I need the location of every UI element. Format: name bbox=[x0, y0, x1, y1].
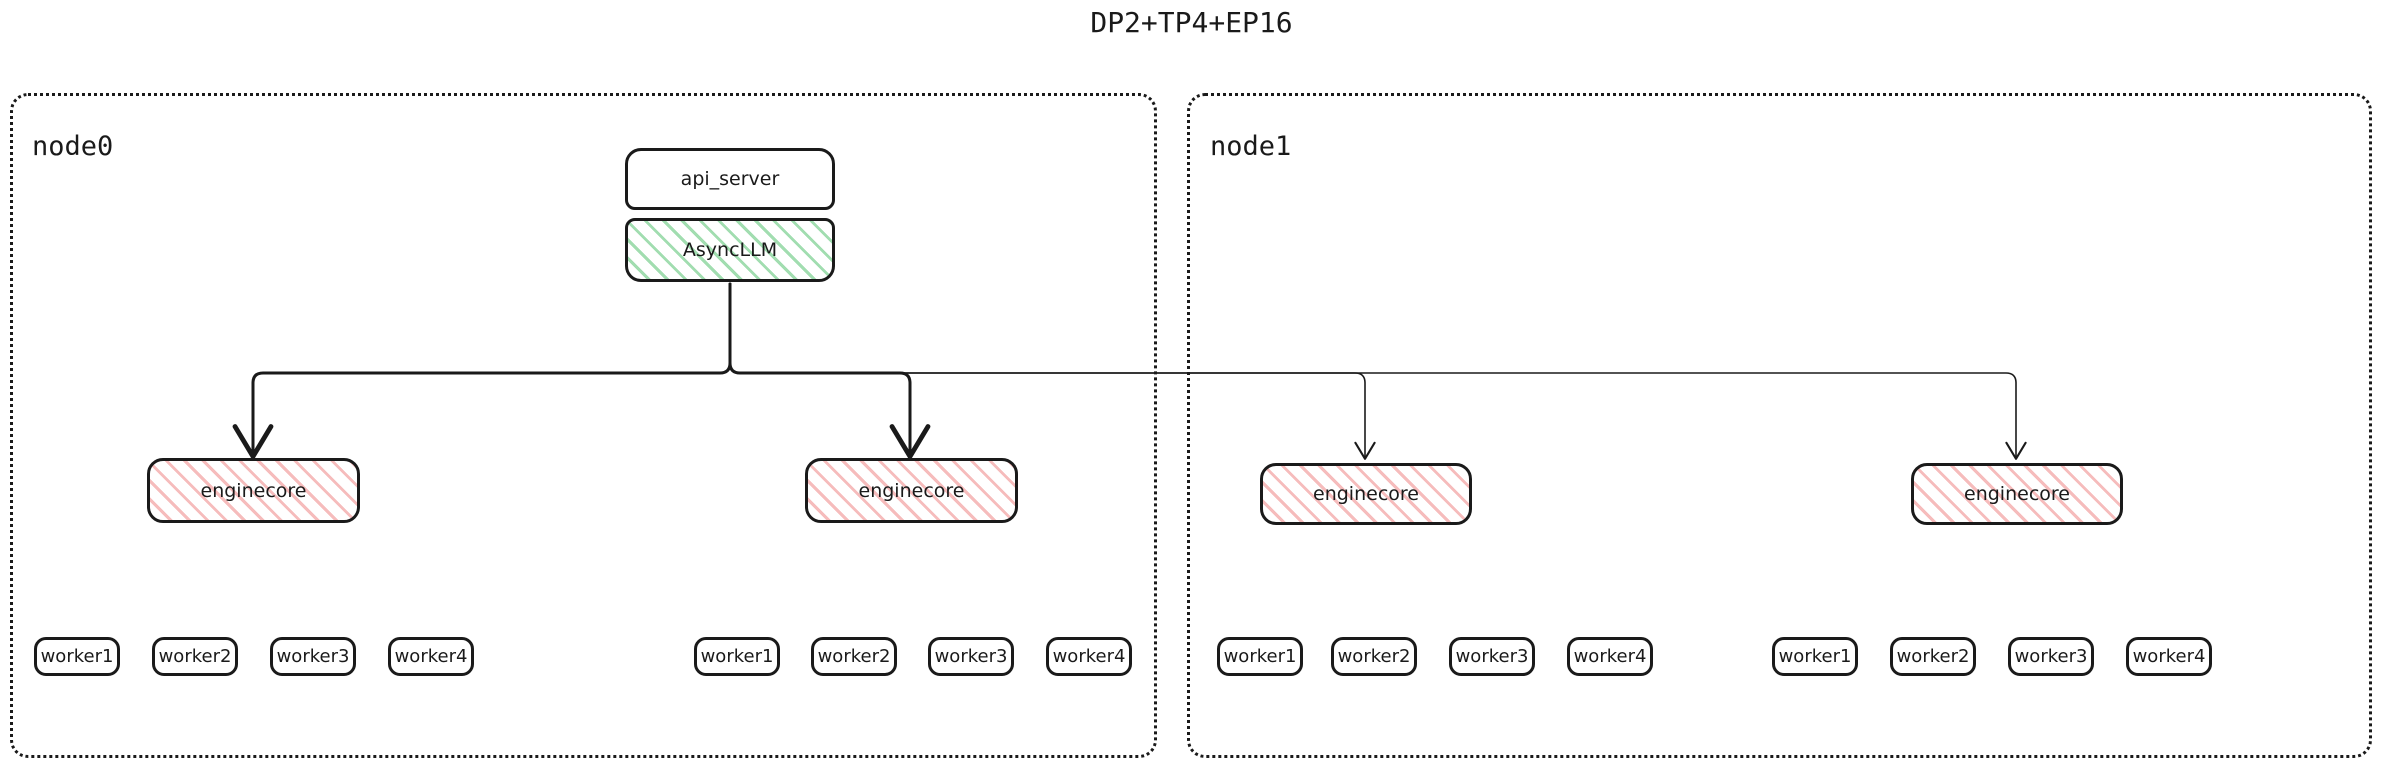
box-enginecore-node0-1[interactable]: enginecore bbox=[805, 458, 1018, 523]
box-api-server[interactable]: api_server bbox=[625, 148, 835, 210]
worker-node0-g0-0[interactable]: worker1 bbox=[34, 637, 120, 676]
worker-node1-g1-0[interactable]: worker1 bbox=[1772, 637, 1858, 676]
worker-node0-g1-0[interactable]: worker1 bbox=[694, 637, 780, 676]
worker-node1-g1-1[interactable]: worker2 bbox=[1890, 637, 1976, 676]
worker-node1-g1-2[interactable]: worker3 bbox=[2008, 637, 2094, 676]
worker-node1-g0-1[interactable]: worker2 bbox=[1331, 637, 1417, 676]
worker-node0-g0-3[interactable]: worker4 bbox=[388, 637, 474, 676]
worker-node1-g1-3[interactable]: worker4 bbox=[2126, 637, 2212, 676]
worker-node1-g0-2[interactable]: worker3 bbox=[1449, 637, 1535, 676]
box-async-llm[interactable]: AsyncLLM bbox=[625, 218, 835, 282]
worker-node0-g1-1[interactable]: worker2 bbox=[811, 637, 897, 676]
box-enginecore-node1-0[interactable]: enginecore bbox=[1260, 463, 1472, 525]
box-enginecore-node1-1[interactable]: enginecore bbox=[1911, 463, 2123, 525]
box-enginecore-node0-0[interactable]: enginecore bbox=[147, 458, 360, 523]
worker-node0-g0-2[interactable]: worker3 bbox=[270, 637, 356, 676]
worker-node1-g0-3[interactable]: worker4 bbox=[1567, 637, 1653, 676]
worker-node1-g0-0[interactable]: worker1 bbox=[1217, 637, 1303, 676]
worker-node0-g1-2[interactable]: worker3 bbox=[928, 637, 1014, 676]
worker-node0-g1-3[interactable]: worker4 bbox=[1046, 637, 1132, 676]
page-title: DP2+TP4+EP16 bbox=[1090, 6, 1293, 39]
worker-node0-g0-1[interactable]: worker2 bbox=[152, 637, 238, 676]
node-label-node0: node0 bbox=[32, 131, 114, 162]
node-label-node1: node1 bbox=[1210, 131, 1292, 162]
